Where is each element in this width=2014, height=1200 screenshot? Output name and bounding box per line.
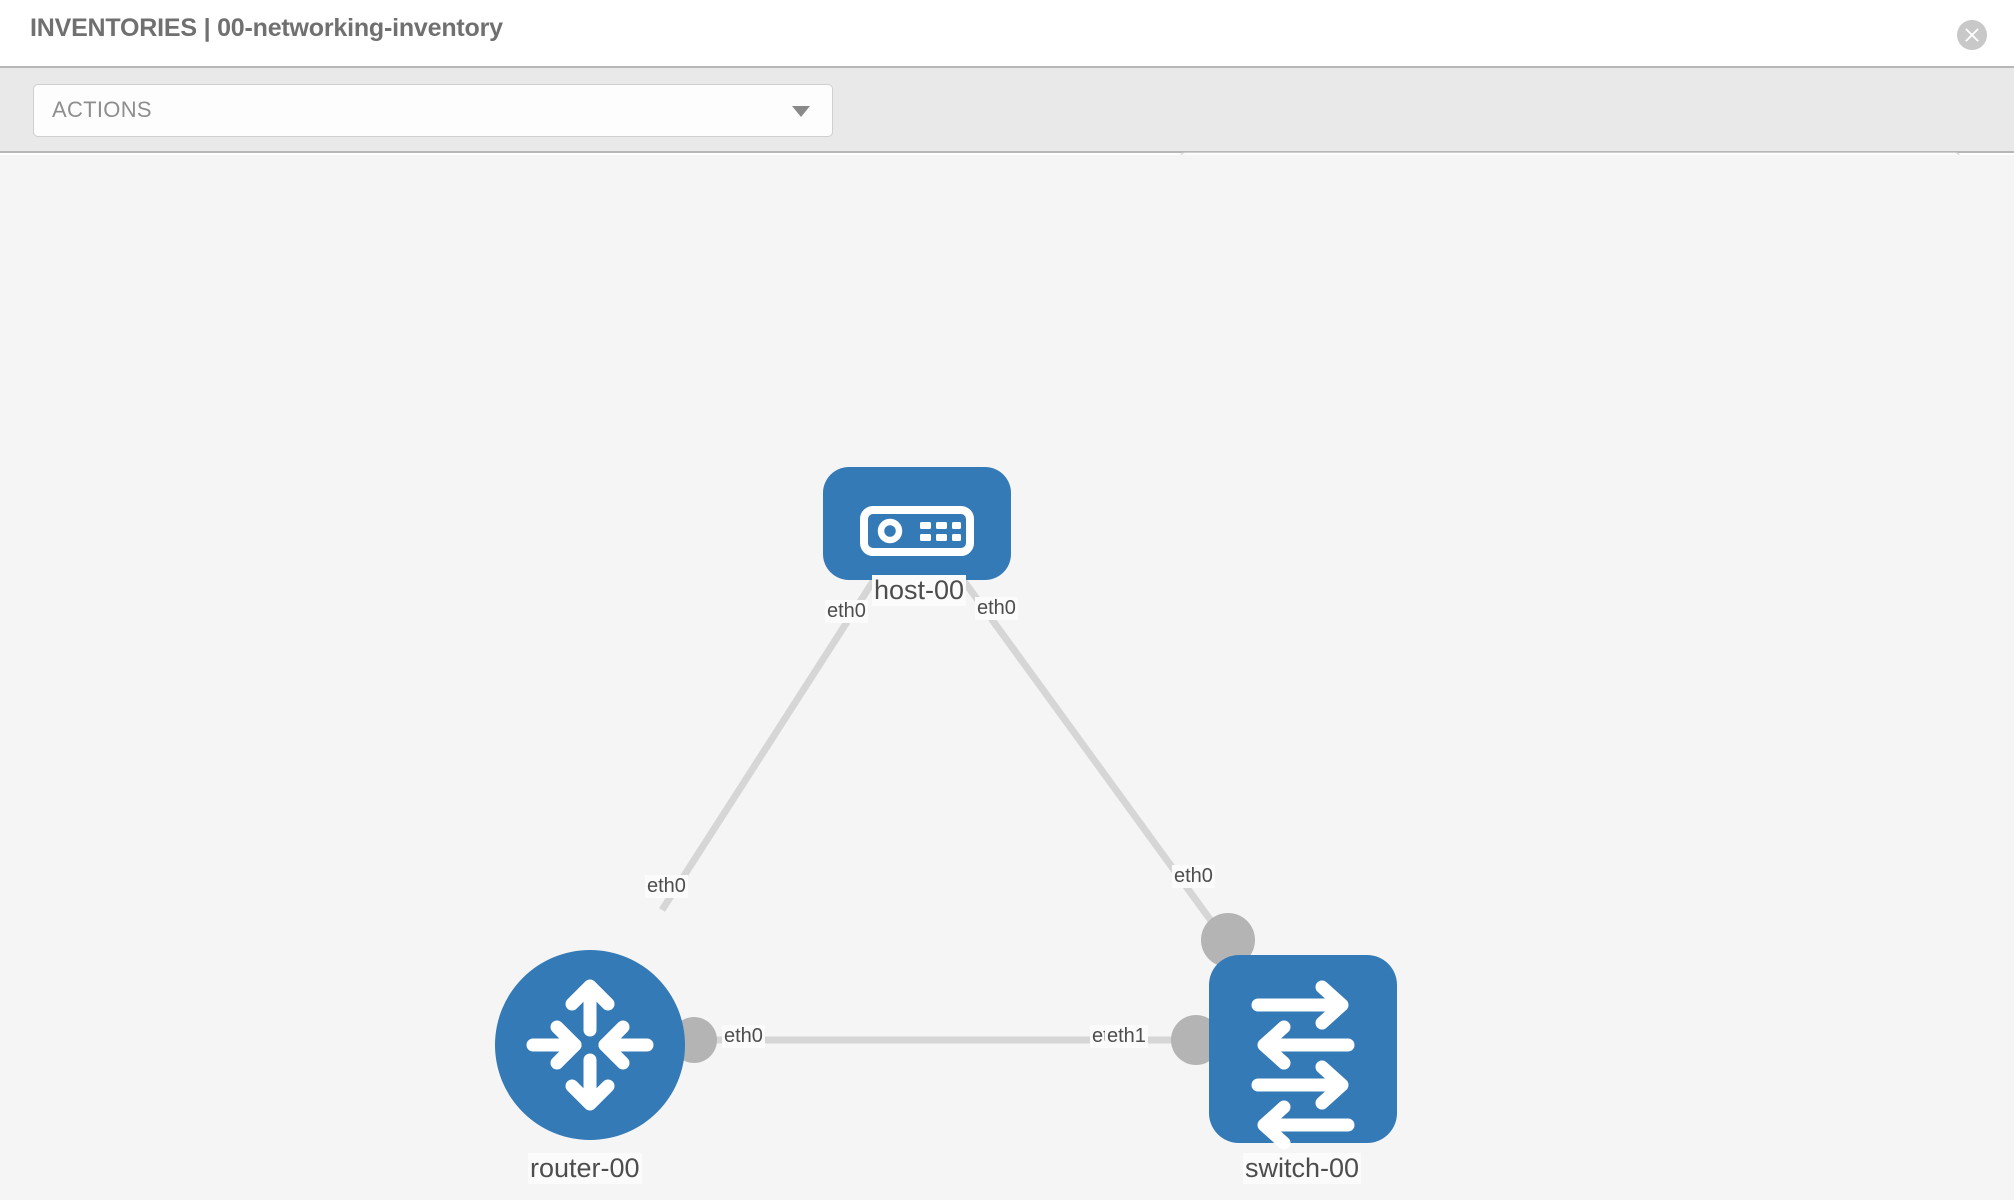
close-icon[interactable] bbox=[1957, 20, 1987, 50]
topology-canvas[interactable]: eth0 eth0 eth0 eth0 eth0 eth0 eth1 host-… bbox=[0, 155, 2014, 1200]
page-header: INVENTORIES | 00-networking-inventory bbox=[0, 0, 2014, 68]
node-label-switch-00: switch-00 bbox=[1243, 1153, 1362, 1184]
server-icon bbox=[860, 506, 974, 556]
node-label-router-00: router-00 bbox=[528, 1153, 642, 1184]
page-title: INVENTORIES | 00-networking-inventory bbox=[30, 14, 503, 42]
toolbar: ACTIONS SEARCH bbox=[0, 68, 2014, 205]
iface-label-switch-host: eth0 bbox=[1172, 865, 1215, 888]
iface-label-router-switch: eth0 bbox=[722, 1025, 765, 1048]
node-router-00[interactable] bbox=[495, 950, 685, 1140]
router-arrows-icon bbox=[526, 979, 654, 1111]
node-switch-00[interactable] bbox=[1209, 955, 1397, 1150]
iface-label-switch-router: eth1 bbox=[1105, 1025, 1148, 1048]
chevron-down-icon bbox=[792, 106, 810, 117]
iface-label-router-host: eth0 bbox=[645, 875, 688, 898]
iface-label-host-switch: eth0 bbox=[975, 597, 1018, 620]
topology-graph bbox=[495, 467, 1397, 1150]
node-host-00[interactable] bbox=[823, 467, 1011, 580]
iface-label-host-router: eth0 bbox=[825, 600, 868, 623]
node-label-host-00: host-00 bbox=[872, 575, 967, 606]
actions-dropdown[interactable]: ACTIONS bbox=[33, 84, 833, 137]
actions-dropdown-label: ACTIONS bbox=[52, 97, 152, 122]
endpoint-switch-top bbox=[1201, 913, 1255, 967]
switch-arrows-icon bbox=[1251, 980, 1355, 1150]
endpoint-switch-left bbox=[1171, 1015, 1221, 1065]
